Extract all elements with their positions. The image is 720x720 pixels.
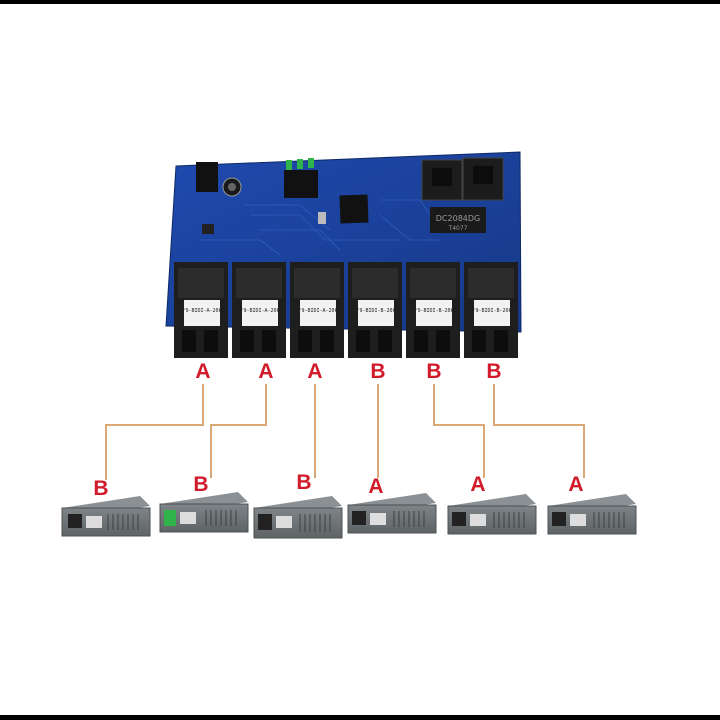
media-converter	[253, 496, 343, 539]
port-label: B	[486, 360, 502, 383]
converter-label: A	[470, 473, 486, 496]
converter-label: A	[568, 473, 584, 496]
main-chip	[339, 194, 369, 224]
media-converter	[547, 494, 637, 535]
small-chip	[202, 224, 214, 234]
converter-label: B	[93, 477, 109, 500]
chip-label: DC2084DG	[436, 214, 480, 223]
rj45-jacks	[421, 157, 504, 201]
sfp-module: 1*9-BIDI-B-20km	[348, 262, 402, 358]
media-converter	[61, 496, 151, 537]
fiber-cable	[210, 384, 267, 478]
status-leds	[284, 158, 318, 198]
sfp-module: 1*9-BIDI-B-20km	[464, 262, 518, 358]
fiber-cables	[105, 384, 585, 480]
power-jack	[196, 162, 218, 192]
sfp-module: 1*9-BIDI-B-20km	[406, 262, 460, 358]
transformer-chip	[430, 207, 486, 233]
media-converter	[159, 492, 249, 533]
sfp-module: 1*9-BIDI-A-20km	[232, 262, 286, 358]
sfp-label: 1*9-BIDI-A-20km	[179, 308, 224, 314]
converter-label: B	[296, 471, 312, 494]
fiber-cable	[433, 384, 485, 478]
converter-label: B	[193, 473, 209, 496]
media-converter	[447, 494, 537, 535]
port-label: A	[258, 360, 274, 383]
top-border	[0, 0, 720, 4]
sfp-label: 1*9-BIDI-B-20km	[411, 308, 456, 314]
bottom-border	[0, 715, 720, 720]
media-converter	[347, 493, 437, 534]
port-label: A	[307, 360, 323, 383]
sfp-module: 1*9-BIDI-A-20km	[174, 262, 228, 358]
switch-board: DC2084DG T4077 1*9-BIDI-A-20km 1*9-BIDI-…	[165, 151, 522, 358]
port-label: A	[195, 360, 211, 383]
port-label: B	[370, 360, 386, 383]
sfp-label: 1*9-BIDI-A-20km	[295, 308, 340, 314]
sfp-label: 1*9-BIDI-B-20km	[469, 308, 514, 314]
fiber-cable	[105, 384, 204, 480]
converter-label: A	[368, 475, 384, 498]
pcb-traces	[200, 199, 440, 256]
sfp-label: 1*9-BIDI-A-20km	[237, 308, 282, 314]
chip-sublabel: T4077	[448, 225, 468, 232]
sfp-label: 1*9-BIDI-B-20km	[353, 308, 398, 314]
fiber-cable	[493, 384, 585, 478]
port-label: B	[426, 360, 442, 383]
sfp-module: 1*9-BIDI-A-20km	[290, 262, 344, 358]
crystal	[318, 212, 326, 224]
